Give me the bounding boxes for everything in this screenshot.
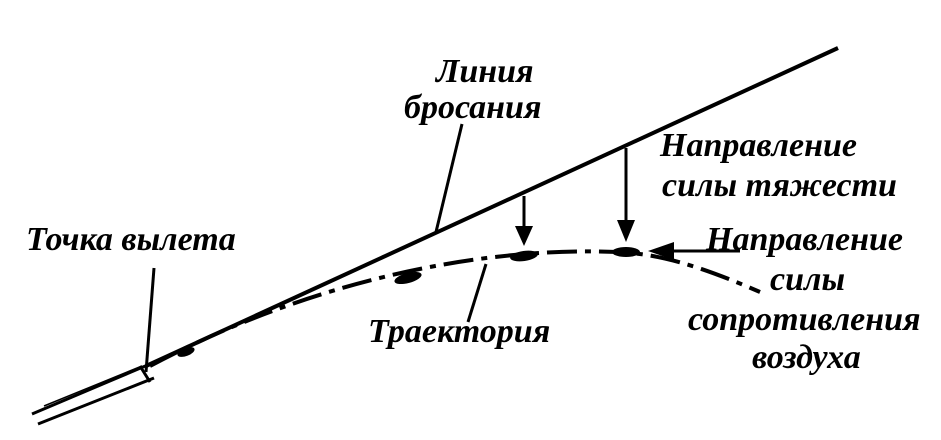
label-throw-line-2: бросания [404,89,541,126]
gravity-arrow-2 [617,148,635,242]
label-gravity-2: силы тяжести [662,167,897,204]
trajectory-curve [149,249,761,368]
throw-line [145,46,839,368]
label-throw-line-1: Линия [434,53,534,90]
leader-throw-line [434,123,464,233]
drag-arrow [648,242,740,260]
gravity-arrow-1 [515,196,533,246]
label-trajectory: Траектория [368,313,550,350]
label-drag-3: сопротивления [688,301,921,338]
projectile-launch [177,347,195,357]
projectile-2 [510,250,538,262]
label-drag-4: воздуха [752,339,861,376]
barrel [31,362,155,426]
leader-launch-point [144,267,156,373]
projectile-3 [612,247,640,257]
label-launch-point: Точка вылета [26,221,236,258]
label-drag-1: Направление [705,221,903,258]
label-gravity-1: Направление [659,127,857,164]
label-drag-2: силы [770,261,845,298]
projectile-1 [394,271,422,285]
leader-trajectory [466,263,488,323]
